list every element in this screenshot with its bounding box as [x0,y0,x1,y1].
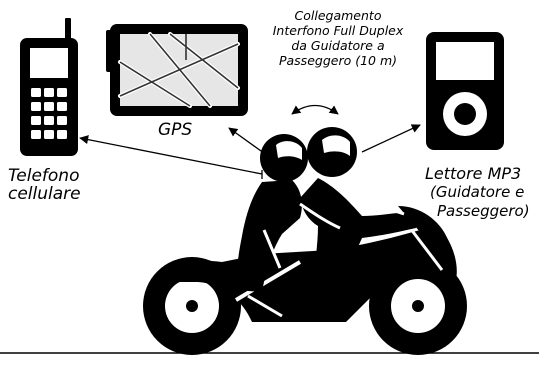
intercom-arrow [291,104,339,115]
motorcycle-riders-icon [143,127,467,355]
mp3-label: Lettore MP3 [425,164,522,183]
mobile-phone-icon [20,18,78,156]
mp3-label-line3: Passeggero) [437,202,530,220]
intercom-label-line4: Passeggero (10 m) [278,53,398,68]
mp3-label-line2: (Guidatore e [430,183,525,201]
mp3-player-icon [426,32,504,150]
intercom-label-line2: Interfono Full Duplex [272,23,404,38]
phone-arrow [79,135,263,175]
gps-arrow [228,127,269,157]
phone-label: Telefono [8,166,80,186]
intercom-label-line3: da Guidatore a [291,38,385,53]
mp3-arrow [361,124,421,153]
phone-label-line2: cellulare [8,184,81,204]
connection-arrows [79,104,421,179]
gps-navigator-icon [106,24,248,116]
gps-label: GPS [158,120,193,140]
intercom-label: Collegamento [294,8,382,23]
